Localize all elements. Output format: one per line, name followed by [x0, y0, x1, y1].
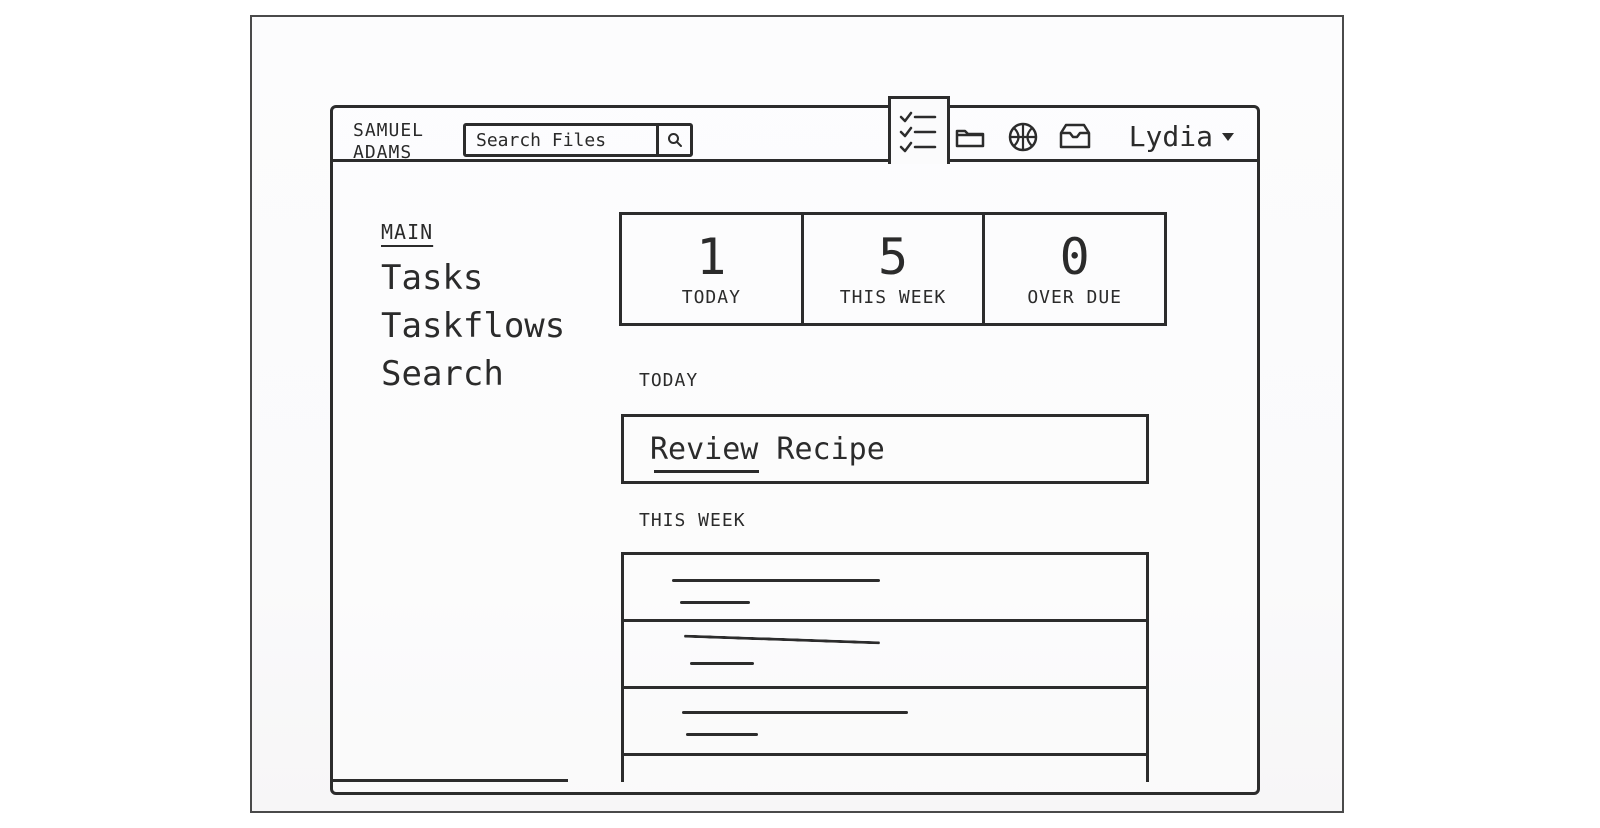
main-content: MAIN Tasks Taskflows Search 1 TODAY 5 TH…: [333, 162, 1257, 792]
stat-this-week-label: THIS WEEK: [839, 286, 947, 308]
sidebar-navigation: Tasks Taskflows Search: [381, 258, 565, 394]
header-icons: [951, 118, 1095, 156]
stat-overdue-label: OVER DUE: [1027, 286, 1123, 308]
placeholder-text-line: [682, 711, 908, 714]
today-task-card[interactable]: Review Recipe: [621, 414, 1149, 484]
tasks-tab[interactable]: [888, 96, 950, 164]
stat-today-value: 1: [696, 227, 727, 286]
stat-today-label: TODAY: [681, 286, 741, 308]
chevron-down-icon: [1222, 132, 1234, 141]
brand-line-1: SAMUEL: [353, 120, 425, 141]
sidebar-item-search[interactable]: Search: [381, 354, 504, 394]
inbox-button[interactable]: [1055, 118, 1095, 156]
sidebar-section-label: MAIN: [381, 220, 434, 244]
this-week-task-list: [621, 552, 1149, 782]
folder-button[interactable]: [951, 118, 991, 156]
task-summary: 1 TODAY 5 THIS WEEK 0 OVER DUE: [619, 212, 1167, 326]
user-menu[interactable]: Lydia: [1129, 120, 1235, 153]
sketch-bottom-line: [333, 779, 568, 782]
week-task-row[interactable]: [624, 555, 1146, 622]
today-task-title: Review Recipe: [650, 431, 885, 473]
placeholder-text-line: [672, 579, 880, 582]
stat-this-week[interactable]: 5 THIS WEEK: [800, 215, 983, 323]
search-button[interactable]: [656, 126, 690, 154]
stat-this-week-value: 5: [877, 227, 909, 286]
search-icon: [667, 133, 682, 147]
today-section-title: TODAY: [639, 370, 699, 391]
checklist-icon: [899, 111, 937, 152]
stat-overdue-value: 0: [1059, 227, 1090, 286]
this-week-section-title: THIS WEEK: [639, 510, 746, 531]
brand-logo: SAMUEL ADAMS: [353, 120, 443, 164]
placeholder-text-line: [686, 733, 758, 736]
search-input[interactable]: [466, 126, 678, 154]
app-window: SAMUEL ADAMS: [330, 96, 1260, 795]
placeholder-text-line: [690, 662, 754, 665]
week-task-row[interactable]: [624, 689, 1146, 756]
placeholder-text-line: [680, 601, 750, 604]
stat-overdue[interactable]: 0 OVER DUE: [982, 215, 1164, 323]
stat-today[interactable]: 1 TODAY: [622, 215, 801, 323]
inbox-icon: [1059, 123, 1091, 149]
placeholder-text-line: [684, 634, 880, 645]
globe-button[interactable]: [1003, 118, 1043, 156]
sketch-photo: SAMUEL ADAMS: [250, 15, 1344, 813]
brand-line-2: ADAMS: [353, 142, 413, 163]
folder-icon: [955, 129, 985, 148]
sidebar-item-tasks[interactable]: Tasks: [381, 258, 484, 298]
user-name: Lydia: [1128, 120, 1213, 153]
search-box[interactable]: [463, 123, 693, 157]
top-navigation-bar: SAMUEL ADAMS: [333, 96, 1257, 164]
globe-icon: [1008, 122, 1038, 152]
week-task-row[interactable]: [624, 622, 1146, 689]
sidebar-item-taskflows[interactable]: Taskflows: [381, 306, 566, 346]
